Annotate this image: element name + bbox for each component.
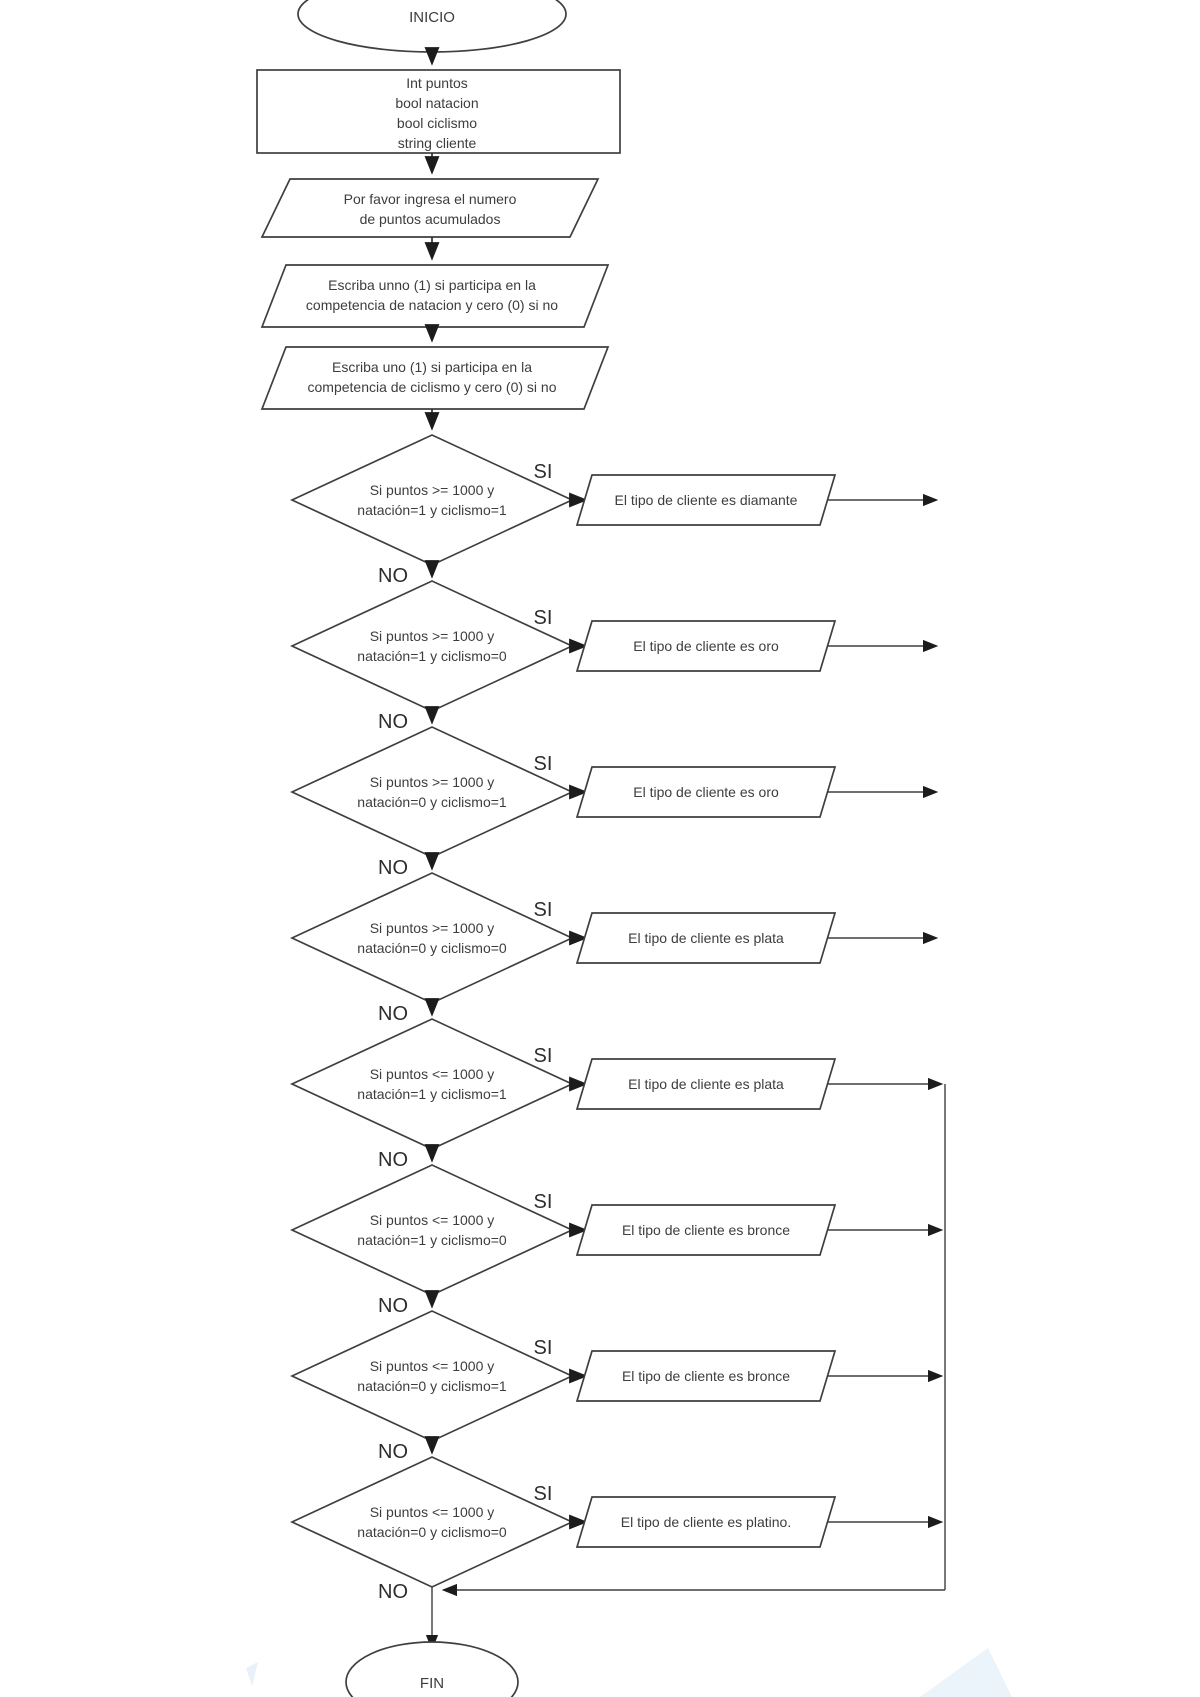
yes-label: SI bbox=[534, 1483, 553, 1505]
decision-condition-line: natación=1 y ciclismo=0 bbox=[357, 648, 507, 664]
no-label: NO bbox=[378, 1003, 408, 1025]
declaration-box bbox=[256, 69, 621, 154]
start-label: INICIO bbox=[409, 9, 455, 26]
output-shape bbox=[575, 620, 837, 672]
decision-condition-line: natación=1 y ciclismo=1 bbox=[357, 1086, 507, 1102]
decision-condition-line: Si puntos >= 1000 y bbox=[370, 774, 495, 790]
output-text: El tipo de cliente es bronce bbox=[622, 1368, 790, 1384]
decision-condition-line: Si puntos >= 1000 y bbox=[370, 920, 495, 936]
decision-condition-line: Si puntos <= 1000 y bbox=[370, 1066, 495, 1082]
output-text: El tipo de cliente es plata bbox=[628, 930, 784, 946]
yes-label: SI bbox=[534, 1337, 553, 1359]
decision-row: Si puntos >= 1000 y natación=1 y ciclismo… bbox=[289, 434, 939, 587]
decision-condition-line: natación=0 y ciclismo=0 bbox=[357, 1524, 507, 1540]
output-shape bbox=[575, 912, 837, 964]
decision-condition-line: natación=0 y ciclismo=1 bbox=[357, 794, 507, 810]
yes-label: SI bbox=[534, 753, 553, 775]
no-label: NO bbox=[378, 857, 408, 879]
no-label: NO bbox=[378, 711, 408, 733]
decision-rows: Si puntos >= 1000 y natación=1 y ciclismo… bbox=[289, 434, 944, 1588]
decision-row: Si puntos >= 1000 y natación=0 y ciclismo… bbox=[289, 726, 939, 879]
yes-label: SI bbox=[534, 1191, 553, 1213]
decision-condition-line: Si puntos <= 1000 y bbox=[370, 1212, 495, 1228]
output-text: El tipo de cliente es platino. bbox=[621, 1514, 791, 1530]
input-ciclismo-shape bbox=[260, 346, 610, 410]
yes-label: SI bbox=[534, 1045, 553, 1067]
decision-row: Si puntos >= 1000 y natación=0 y ciclismo… bbox=[289, 872, 939, 1025]
output-text: El tipo de cliente es diamante bbox=[615, 492, 798, 508]
decision-shape bbox=[289, 580, 575, 712]
output-text: El tipo de cliente es oro bbox=[633, 784, 779, 800]
start-terminator bbox=[297, 0, 567, 53]
decision-condition-line: Si puntos <= 1000 y bbox=[370, 1504, 495, 1520]
decision-shape bbox=[289, 726, 575, 858]
decision-condition-line: Si puntos >= 1000 y bbox=[370, 482, 495, 498]
input-ciclismo-line: Escriba uno (1) si participa en la bbox=[332, 359, 532, 375]
decision-row: Si puntos <= 1000 y natación=0 y ciclismo… bbox=[289, 1456, 944, 1588]
output-shape bbox=[575, 1204, 837, 1256]
decision-shape bbox=[289, 434, 575, 566]
no-label: NO bbox=[378, 1441, 408, 1463]
decision-shape bbox=[289, 1164, 575, 1296]
output-text: El tipo de cliente es plata bbox=[628, 1076, 784, 1092]
output-shape bbox=[575, 1350, 837, 1402]
decision-row: Si puntos <= 1000 y natación=0 y ciclismo… bbox=[289, 1310, 944, 1463]
no-label: NO bbox=[378, 565, 408, 587]
decision-shape bbox=[289, 872, 575, 1004]
output-shape bbox=[575, 766, 837, 818]
decision-condition-line: natación=1 y ciclismo=1 bbox=[357, 502, 507, 518]
declaration-line: bool ciclismo bbox=[397, 115, 477, 131]
output-text: El tipo de cliente es oro bbox=[633, 638, 779, 654]
decision-condition-line: Si puntos >= 1000 y bbox=[370, 628, 495, 644]
scan-artifact bbox=[920, 1648, 1012, 1697]
decision-row: Si puntos <= 1000 y natación=1 y ciclismo… bbox=[289, 1164, 944, 1317]
decision-shape bbox=[289, 1018, 575, 1150]
input-points-line: de puntos acumulados bbox=[360, 211, 501, 227]
output-shape bbox=[575, 1496, 837, 1548]
decision-shape bbox=[289, 1310, 575, 1442]
no-label: NO bbox=[378, 1149, 408, 1171]
decision-shape bbox=[289, 1456, 575, 1588]
decision-row: Si puntos >= 1000 y natación=1 y ciclismo… bbox=[289, 580, 939, 733]
no-label: NO bbox=[378, 1581, 408, 1603]
input-points-shape bbox=[260, 178, 600, 238]
yes-label: SI bbox=[534, 461, 553, 483]
output-text: El tipo de cliente es bronce bbox=[622, 1222, 790, 1238]
input-points-line: Por favor ingresa el numero bbox=[344, 191, 517, 207]
decision-condition-line: natación=0 y ciclismo=1 bbox=[357, 1378, 507, 1394]
input-natacion-line: competencia de natacion y cero (0) si no bbox=[306, 297, 558, 313]
decision-condition-line: Si puntos <= 1000 y bbox=[370, 1358, 495, 1374]
end-terminator bbox=[345, 1641, 519, 1697]
declaration-line: string cliente bbox=[398, 135, 477, 151]
end-label: FIN bbox=[420, 1675, 444, 1692]
decision-condition-line: natación=0 y ciclismo=0 bbox=[357, 940, 507, 956]
input-natacion-line: Escriba unno (1) si participa en la bbox=[328, 277, 536, 293]
input-natacion-shape bbox=[260, 264, 610, 328]
no-label: NO bbox=[378, 1295, 408, 1317]
input-ciclismo-line: competencia de ciclismo y cero (0) si no bbox=[308, 379, 557, 395]
scan-artifact bbox=[246, 1662, 258, 1686]
declaration-line: bool natacion bbox=[395, 95, 478, 111]
output-shape bbox=[575, 474, 837, 526]
output-shape bbox=[575, 1058, 837, 1110]
decision-row: Si puntos <= 1000 y natación=1 y ciclismo… bbox=[289, 1018, 944, 1171]
decision-condition-line: natación=1 y ciclismo=0 bbox=[357, 1232, 507, 1248]
yes-label: SI bbox=[534, 899, 553, 921]
declaration-line: Int puntos bbox=[406, 75, 468, 91]
yes-label: SI bbox=[534, 607, 553, 629]
